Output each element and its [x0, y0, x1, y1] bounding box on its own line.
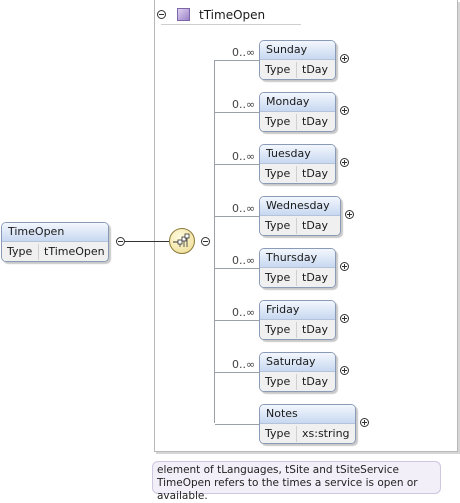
type-value: xs:string	[302, 427, 350, 440]
type-value: tDay	[302, 375, 329, 388]
type-label: Type	[265, 271, 291, 284]
documentation-line-2: TimeOpen refers to the times a service i…	[157, 477, 418, 502]
type-value: tDay	[302, 323, 329, 336]
root-element[interactable]: TimeOpen Type tTimeOpen	[1, 222, 109, 262]
cardinality-label: 0..∞	[232, 46, 256, 59]
element-name: Saturday	[260, 353, 335, 372]
expand-icon[interactable]	[340, 314, 349, 323]
expand-icon[interactable]	[360, 418, 369, 427]
cardinality-label: 0..∞	[232, 306, 256, 319]
type-value: tDay	[302, 63, 329, 76]
expand-icon[interactable]	[340, 262, 349, 271]
element-name: TimeOpen	[2, 223, 108, 242]
collapse-icon[interactable]	[157, 10, 166, 19]
type-title: tTimeOpen	[199, 8, 266, 22]
type-label: Type	[265, 115, 291, 128]
collapse-icon[interactable]	[201, 237, 210, 246]
documentation-box: element of tLanguages, tSite and tSiteSe…	[152, 461, 441, 502]
branch-connector	[215, 164, 259, 165]
branch-connector	[215, 60, 259, 61]
sequence-icon	[169, 228, 195, 254]
type-label: Type	[265, 167, 291, 180]
type-title-underline	[161, 24, 301, 25]
branch-connector	[215, 320, 259, 321]
cardinality-label: 0..∞	[232, 98, 256, 111]
documentation-line-1: element of tLanguages, tSite and tSiteSe…	[157, 464, 399, 476]
type-value: tTimeOpen	[44, 245, 105, 258]
connector-line	[125, 241, 169, 242]
element-name: Friday	[260, 301, 335, 320]
type-label: Type	[265, 427, 291, 440]
cardinality-label: 0..∞	[232, 202, 256, 215]
branch-connector	[215, 372, 259, 373]
type-value: tDay	[302, 115, 329, 128]
branch-connector	[215, 216, 259, 217]
element-name: Thursday	[260, 249, 335, 268]
element-name: Sunday	[260, 41, 335, 60]
element-name: Tuesday	[260, 145, 335, 164]
complex-type-icon	[177, 8, 190, 21]
branch-connector	[215, 268, 259, 269]
expand-icon[interactable]	[345, 210, 354, 219]
collapse-icon[interactable]	[116, 237, 125, 246]
element-name: Notes	[260, 405, 355, 424]
type-label: Type	[265, 375, 291, 388]
expand-icon[interactable]	[340, 106, 349, 115]
type-label: Type	[265, 323, 291, 336]
expand-icon[interactable]	[340, 366, 349, 375]
element-name: Wednesday	[260, 197, 340, 216]
expand-icon[interactable]	[340, 158, 349, 167]
branch-connector	[215, 112, 259, 113]
element-name: Monday	[260, 93, 335, 112]
branch-connector	[215, 424, 259, 425]
branch-line	[214, 60, 215, 423]
type-label: Type	[265, 219, 291, 232]
cardinality-label: 0..∞	[232, 254, 256, 267]
cardinality-label: 0..∞	[232, 150, 256, 163]
type-label: Type	[7, 245, 33, 258]
type-value: tDay	[302, 167, 329, 180]
type-label: Type	[265, 63, 291, 76]
type-value: tDay	[302, 219, 329, 232]
expand-icon[interactable]	[340, 54, 349, 63]
cardinality-label: 0..∞	[232, 358, 256, 371]
type-value: tDay	[302, 271, 329, 284]
